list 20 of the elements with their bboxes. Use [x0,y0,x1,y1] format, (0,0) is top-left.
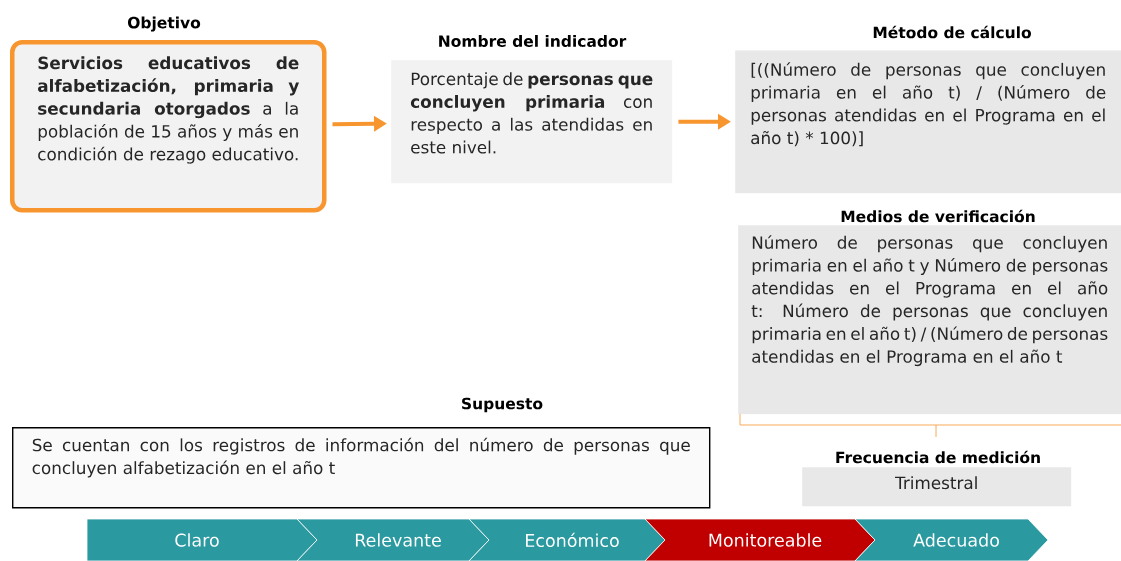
heading: Medios de verificación [841,209,1035,223]
body-text: Número de personas que concluyen primaria en el año t y Número de personas atendidas en el Programa en el año t: Número de personas que concluyen primaria en el año t) / (Número de personas atendidas en el Programa en el año t [751,235,1108,367]
heading: Frecuencia de medición [836,450,1040,464]
body-text: Se cuentan con los registros de información del número de personas que concluyen alfabetización en el año t [32,437,690,478]
criterion-tag: Económico [468,518,666,561]
body-text: Trimestral [895,476,977,490]
heading: Método de cálculo [873,25,1031,39]
criterion-tag: Relevante [296,518,490,561]
body-text: Porcentaje de personas que concluyen primaria con respecto a las atendidas en este nivel. [410,72,653,154]
node-label: Relevante [355,533,441,547]
node-label: Económico [526,532,619,548]
criterion-tag: Adecuado [854,518,1049,561]
body-text: [((Número de personas que concluyen primaria en el año t) / (Número de personas atendidas en el Programa en el año t) * 100)] [751,62,1106,147]
criterion-tag: Claro [86,518,318,561]
heading: Objetivo [128,16,201,32]
criterion-tag: Monitoreable [644,518,876,561]
heading: Nombre del indicador [439,35,627,47]
body-text: Servicios educativos de alfabetización, primaria y secundaria otorgados a la población de 15 años y más en condición de rezago educativo. [38,56,299,164]
heading: Supuesto [462,397,543,413]
node-label: Claro [175,533,219,547]
